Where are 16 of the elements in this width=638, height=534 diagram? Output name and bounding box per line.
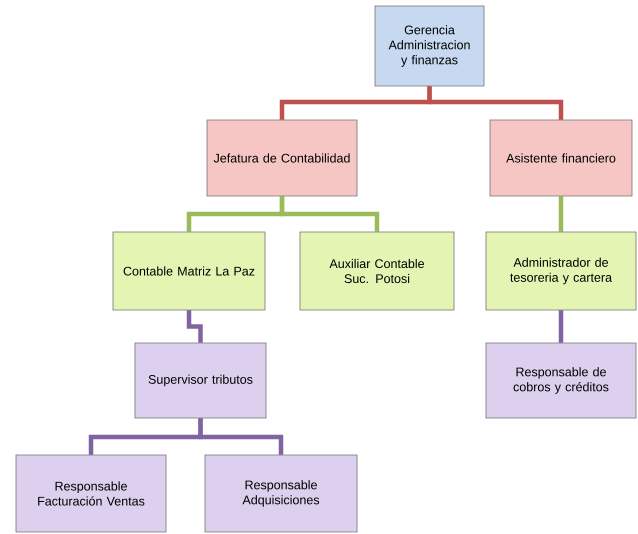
connector-line <box>558 310 564 343</box>
connector-line <box>186 310 203 343</box>
org-box: Responsable Facturación Ventas <box>16 454 166 532</box>
org-box: Auxiliar Contable Suc. Potosi <box>300 232 454 310</box>
org-box: Supervisor tributos <box>134 342 266 418</box>
org-box: Administrador de tesoreria y cartera <box>486 232 636 310</box>
org-box: Responsable Adquisiciones <box>204 454 358 532</box>
org-box: Jefatura de Contabilidad <box>206 120 358 196</box>
org-box: Contable Matriz La Paz <box>112 232 266 310</box>
org-box: Gerencia Administracion y finanzas <box>374 6 484 86</box>
org-box: Responsable de cobros y créditos <box>486 342 636 418</box>
org-box: Asistente financiero <box>490 120 632 196</box>
connector-line <box>558 196 564 232</box>
connector-line <box>280 196 380 232</box>
connector-line <box>427 86 564 120</box>
connector-line <box>198 418 284 455</box>
